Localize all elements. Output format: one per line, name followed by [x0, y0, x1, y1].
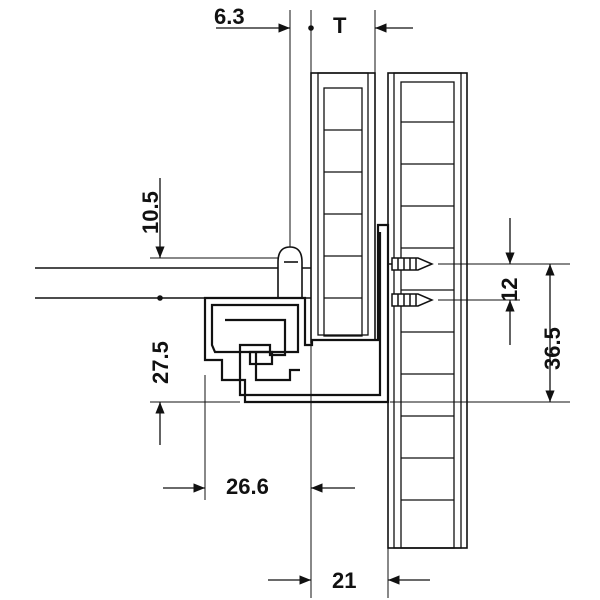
locating-pin: [277, 246, 303, 298]
cabinet-side-panel: [387, 72, 468, 549]
dim-label-bottom: 21: [332, 568, 357, 593]
dim-label-upper-left: 10.5: [138, 191, 163, 234]
drawer-bottom: [35, 267, 311, 299]
dim-label-top-left: 6.3: [214, 4, 245, 29]
dim-label-screw-pitch: 12: [497, 277, 522, 302]
dim-label-right-height: 36.5: [540, 327, 565, 370]
screw-upper: [389, 257, 434, 271]
extension-lines: [150, 10, 570, 598]
screw-lower: [391, 293, 434, 307]
drawer-side-panel: [310, 72, 376, 344]
dimension-dot-left: [157, 295, 163, 301]
dim-label-thickness: T: [333, 13, 347, 38]
runner-profile: [203, 223, 390, 404]
dim-label-runner-width: 26.6: [226, 474, 269, 499]
dim-label-mid-left: 27.5: [148, 341, 173, 384]
dimension-dot-top: [308, 25, 314, 31]
dimension-arrows: [155, 23, 555, 585]
